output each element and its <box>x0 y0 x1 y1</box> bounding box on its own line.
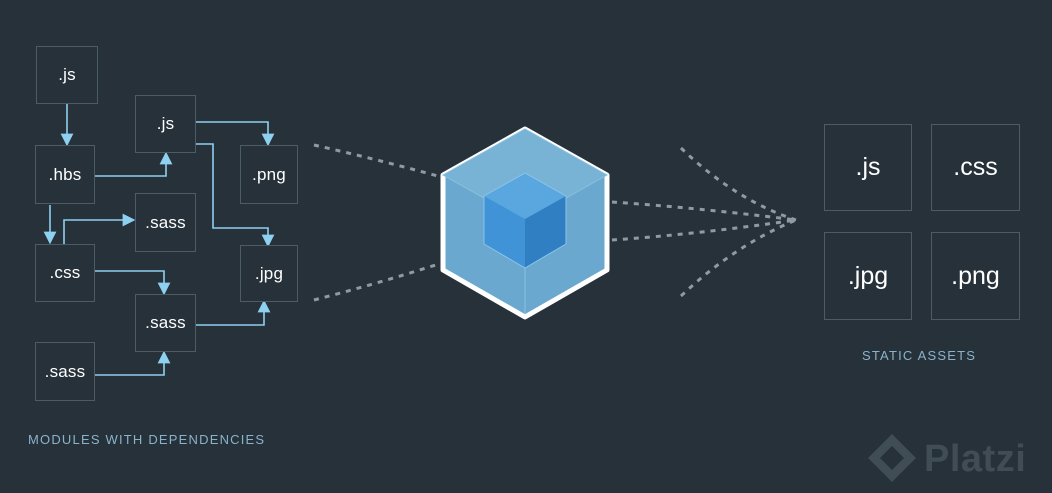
dash-output-2 <box>611 218 797 242</box>
module-hbs: .hbs <box>35 145 95 204</box>
assets-caption: STATIC ASSETS <box>862 348 977 363</box>
arrow-js-to-jpg <box>196 143 275 248</box>
module-sass-bottom: .sass <box>35 342 95 401</box>
asset-css: .css <box>931 124 1020 211</box>
module-js: .js <box>135 95 196 153</box>
asset-png: .png <box>931 232 1020 320</box>
dash-output-1 <box>611 200 797 222</box>
dash-input-top <box>313 143 446 180</box>
modules-caption: MODULES WITH DEPENDENCIES <box>28 432 266 447</box>
module-jpg: .jpg <box>240 245 298 302</box>
dash-output-4 <box>679 218 797 298</box>
module-sass-upper: .sass <box>135 193 196 252</box>
webpack-cube-icon <box>440 126 610 320</box>
arrow-sass-to-jpg <box>196 299 271 326</box>
arrow-css-to-sass-mid <box>95 270 171 296</box>
watermark-text: Platzi <box>924 438 1027 480</box>
arrow-sass-bottom-to-sass <box>95 350 171 376</box>
module-js-top: .js <box>36 46 98 104</box>
platzi-watermark: Platzi <box>862 430 1052 490</box>
platzi-logo-icon <box>868 434 916 482</box>
dash-output-3 <box>679 146 797 222</box>
asset-js: .js <box>824 124 912 211</box>
module-css: .css <box>35 244 95 302</box>
module-sass-mid: .sass <box>135 294 196 352</box>
asset-jpg: .jpg <box>824 232 912 320</box>
dash-input-bottom <box>313 260 446 302</box>
arrow-css-to-sass <box>63 213 136 245</box>
module-png: .png <box>240 145 298 204</box>
arrow-js-to-png <box>196 121 275 147</box>
arrow-hbs-to-js <box>95 151 173 177</box>
